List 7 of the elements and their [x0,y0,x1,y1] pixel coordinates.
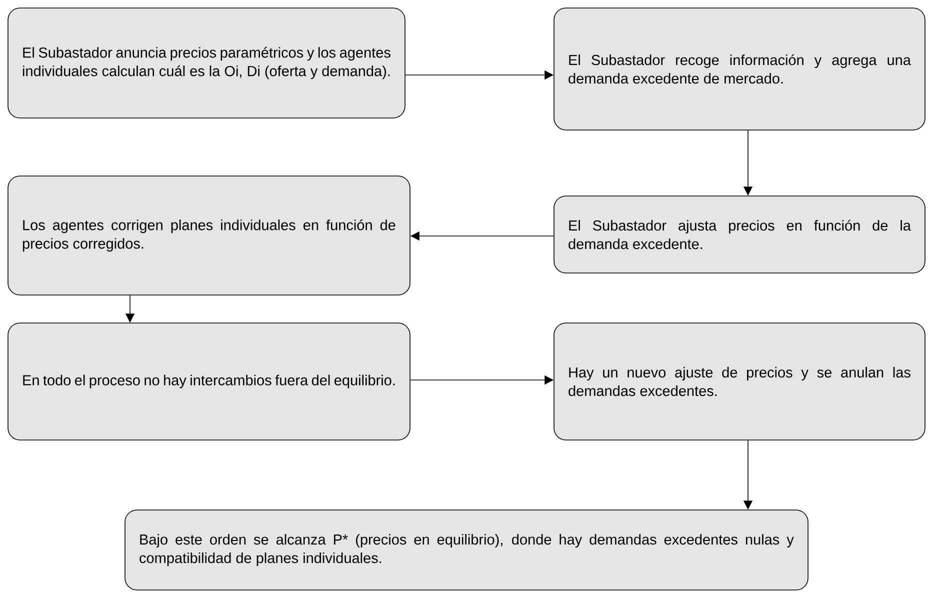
process-box: Los agentes corrigen planes individuales en función de precios corregidos. [8,176,410,296]
process-box: En todo el proceso no hay intercambios fuera del equilibrio. [8,322,410,440]
process-box: Bajo este orden se alcanza P* (precios en equilibrio), donde hay demandas excedentes nulas y compatibilidad de planes individuales. [124,510,808,590]
process-box: Hay un nuevo ajuste de precios y se anulan las demandas excedentes. [554,322,926,440]
process-box: El Subastador anuncia precios paramétricos y los agentes individuales calculan cuál es la Oi, Di (oferta y demanda). [8,8,406,118]
process-box: El Subastador ajusta precios en función de la demanda excedente. [554,196,926,274]
process-box: El Subastador recoge información y agrega una demanda excedente de mercado. [554,8,926,130]
